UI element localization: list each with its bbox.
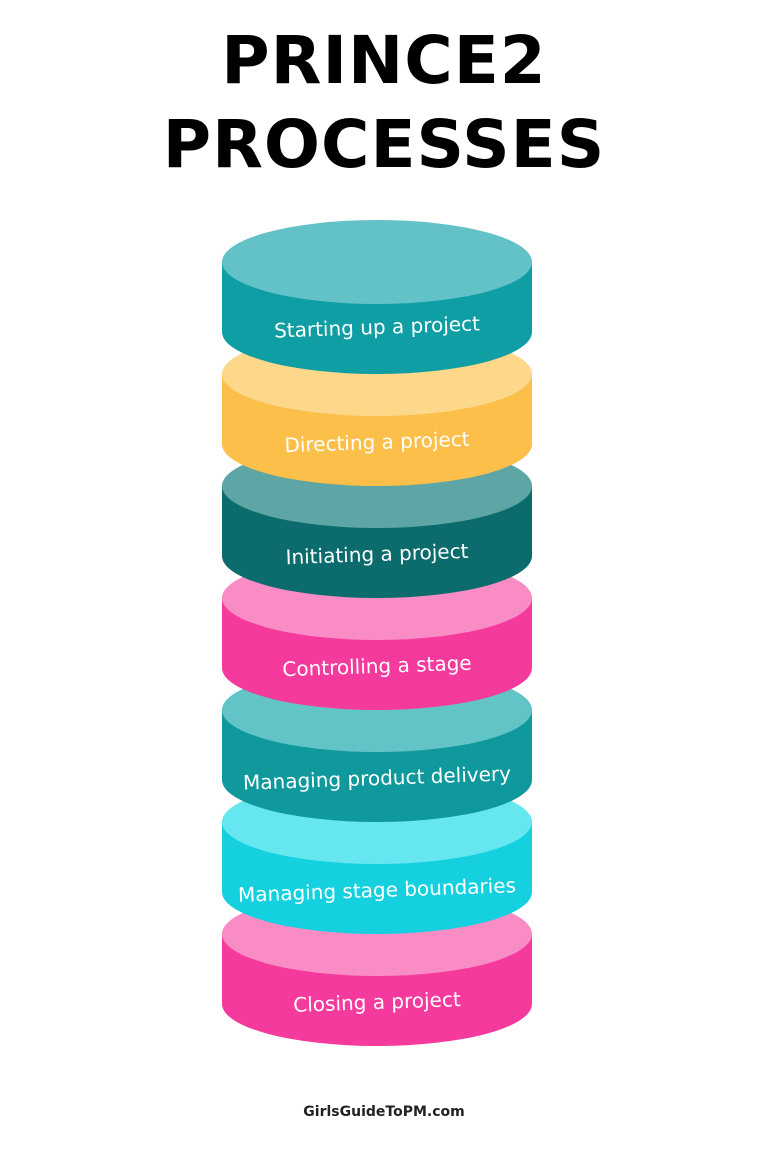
process-stack: Closing a project Managing stage boundar… xyxy=(222,0,532,1152)
page-title-line2: PROCESSES xyxy=(162,106,606,183)
disk-shape xyxy=(222,220,532,374)
page-title-line1: PRINCE2 xyxy=(221,22,547,99)
footer-site-name: GirlsGuideToPM.com xyxy=(303,1104,465,1120)
disk-starting-up-a-project: Starting up a project xyxy=(222,220,532,420)
